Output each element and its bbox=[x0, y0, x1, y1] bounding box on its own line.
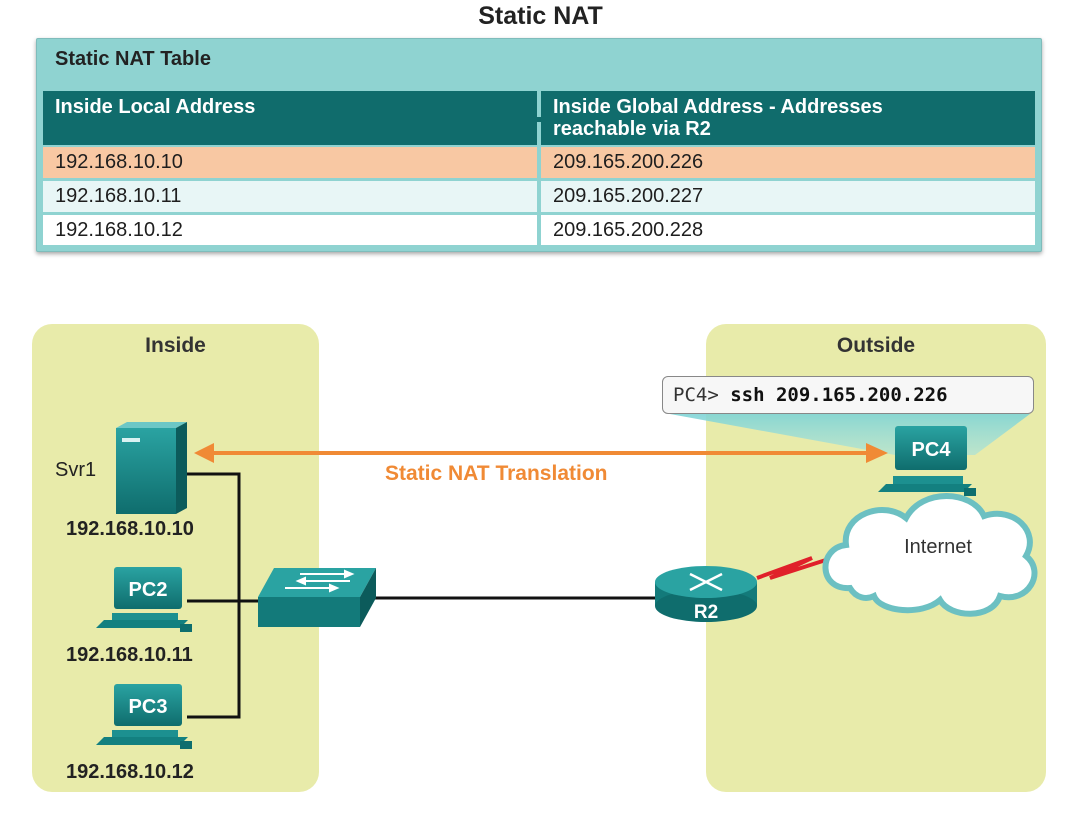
switch-icon[interactable] bbox=[258, 568, 376, 627]
table-divider bbox=[43, 117, 1035, 122]
command-callout bbox=[670, 414, 1030, 455]
internet-label: Internet bbox=[904, 536, 972, 558]
server-icon[interactable] bbox=[116, 422, 187, 514]
pc4-icon[interactable]: PC4 bbox=[878, 426, 976, 496]
header-inside-global: Inside Global Address - Addresses reacha… bbox=[541, 91, 1035, 145]
pc3-ip-label: 192.168.10.12 bbox=[66, 761, 194, 783]
server-ip-label: 192.168.10.10 bbox=[66, 518, 194, 540]
table-cell-global: 209.165.200.227 bbox=[541, 181, 1035, 212]
device-label: PC2 bbox=[129, 579, 168, 601]
serial-link bbox=[756, 556, 833, 580]
internet-cloud-icon: Internet bbox=[822, 493, 1038, 617]
outside-zone-label: Outside bbox=[836, 334, 916, 357]
static-nat-translation-label: Static NAT Translation bbox=[385, 462, 608, 485]
pc3-icon[interactable]: PC3 bbox=[96, 684, 192, 749]
table-cell-local: 192.168.10.12 bbox=[43, 215, 537, 245]
table-cell-local: 192.168.10.10 bbox=[43, 147, 537, 178]
diagram-title: Static NAT bbox=[478, 2, 603, 30]
lan-links bbox=[187, 472, 662, 719]
server-name-label: Svr1 bbox=[55, 459, 97, 481]
table-cell-local: 192.168.10.11 bbox=[43, 181, 537, 212]
device-label: PC4 bbox=[912, 439, 952, 461]
static-nat-table: Static NAT Table Inside Local Address In… bbox=[36, 38, 1042, 252]
header-inside-local: Inside Local Address bbox=[43, 91, 537, 145]
command-prompt-box: PC4> ssh 209.165.200.226 bbox=[662, 376, 1034, 414]
pc2-ip-label: 192.168.10.11 bbox=[66, 644, 193, 666]
router-icon[interactable]: R2 bbox=[655, 566, 757, 623]
command-text: ssh 209.165.200.226 bbox=[730, 384, 948, 406]
device-label: PC3 bbox=[129, 696, 168, 718]
inside-zone-label: Inside bbox=[145, 334, 206, 357]
device-label: R2 bbox=[694, 602, 718, 623]
table-cell-global: 209.165.200.226 bbox=[541, 147, 1035, 178]
nat-table-title: Static NAT Table bbox=[55, 48, 211, 70]
static-nat-arrow bbox=[194, 443, 888, 463]
pc2-icon[interactable]: PC2 bbox=[96, 567, 192, 632]
command-prompt: PC4> bbox=[673, 384, 719, 406]
table-cell-global: 209.165.200.228 bbox=[541, 215, 1035, 245]
